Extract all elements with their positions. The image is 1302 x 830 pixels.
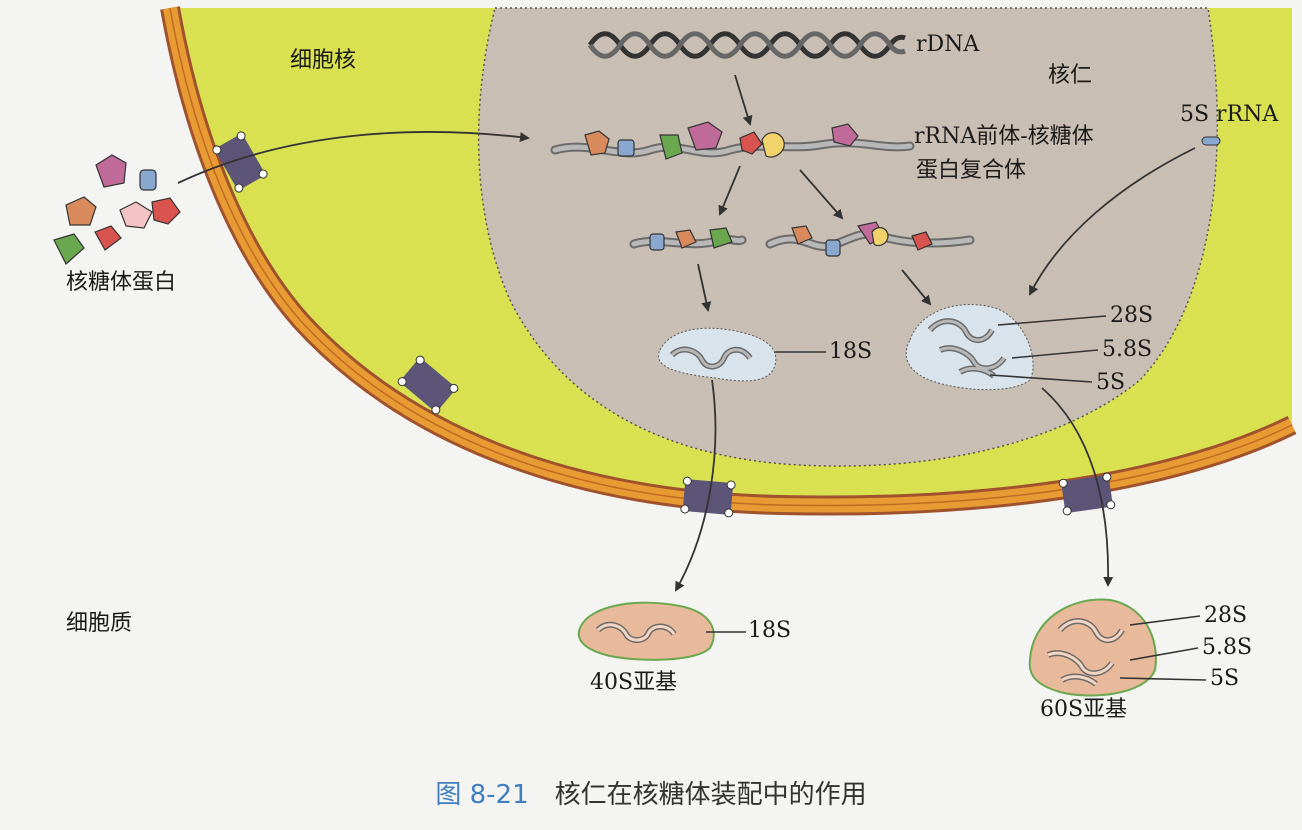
five-s-rrna-label: 5S rRNA bbox=[1180, 102, 1279, 127]
subunit-60s-particle bbox=[1028, 598, 1157, 697]
nuclear-pore bbox=[397, 355, 459, 415]
rdna-label: rDNA bbox=[916, 32, 980, 57]
process-arrows bbox=[177, 74, 1196, 592]
inner-18s-label: 18S bbox=[829, 339, 873, 364]
nucleolus-label: 核仁 bbox=[1048, 63, 1093, 88]
precursor-complex bbox=[550, 121, 915, 160]
subunit-60s-label: 60S亚基 bbox=[1040, 697, 1128, 722]
inner-5s-label: 5S bbox=[1096, 370, 1126, 395]
subunit-40s-particle bbox=[577, 601, 715, 661]
outer-5s-label: 5S bbox=[1210, 666, 1240, 691]
figure-title: 核仁在核糖体装配中的作用 bbox=[554, 780, 867, 810]
precursor-label-line2: 蛋白复合体 bbox=[916, 158, 1027, 183]
intermediate-small bbox=[629, 227, 747, 251]
outer-58s-label: 5.8S bbox=[1202, 635, 1253, 660]
subunit-40s-label: 40S亚基 bbox=[590, 670, 678, 695]
figure-caption: 图 8-21 核仁在核糖体装配中的作用 bbox=[0, 774, 1302, 811]
leader-lines bbox=[706, 315, 1207, 681]
inner-28s-label: 28S bbox=[1110, 303, 1154, 328]
rdna-helix bbox=[587, 31, 906, 59]
outer-28s-label: 28S bbox=[1204, 603, 1248, 628]
figure-number: 图 8-21 bbox=[435, 780, 529, 810]
nuclear-pore bbox=[212, 131, 268, 193]
ribosomal-protein-cluster bbox=[53, 154, 181, 265]
intermediate-large bbox=[765, 221, 975, 257]
nuclear-pore bbox=[680, 476, 736, 518]
nucleus-label: 细胞核 bbox=[290, 48, 357, 73]
inner-58s-label: 5.8S bbox=[1102, 337, 1153, 362]
particle-18s-nucleolar bbox=[657, 327, 777, 382]
nuclear-pore bbox=[1058, 472, 1116, 516]
particle-60s-nucleolar bbox=[905, 304, 1034, 391]
ribosomal-protein-label: 核糖体蛋白 bbox=[66, 270, 177, 295]
five-s-rrna-molecule bbox=[1201, 136, 1221, 146]
cytoplasm-label: 细胞质 bbox=[66, 611, 133, 636]
precursor-label-line1: rRNA前体-核糖体 bbox=[914, 124, 1094, 149]
outer-18s-label: 18S bbox=[748, 618, 792, 643]
